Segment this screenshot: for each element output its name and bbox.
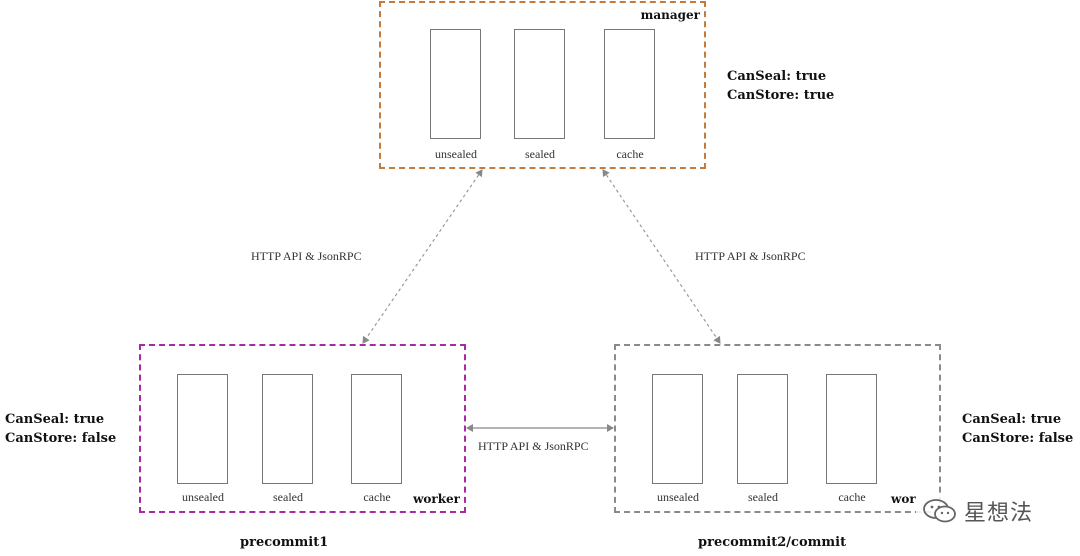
canstore-value: CanStore: false	[5, 431, 117, 446]
node-title: worker	[411, 492, 462, 506]
cache-label: cache	[838, 490, 866, 504]
cache-store	[604, 29, 655, 139]
worker1-capabilities: CanSeal: true CanStore: false	[5, 410, 116, 448]
unsealed-store	[652, 374, 703, 484]
manager-node: unsealed sealed cache manager	[379, 1, 706, 169]
edge-manager-worker2	[602, 169, 721, 344]
worker2-capabilities: CanSeal: true CanStore: false	[962, 410, 1073, 448]
sealed-store	[514, 29, 565, 139]
watermark-text: 星想法	[964, 501, 1034, 526]
canseal-value: CanSeal: true	[727, 69, 827, 84]
canstore-value: CanStore: true	[727, 88, 835, 103]
sealed-label: sealed	[525, 147, 555, 161]
sealed-label: sealed	[273, 490, 303, 504]
canseal-value: CanSeal: true	[962, 412, 1062, 427]
worker1-caption: precommit1	[240, 535, 329, 550]
link-label-manager-worker1: HTTP API & JsonRPC	[249, 249, 364, 264]
unsealed-label: unsealed	[182, 490, 224, 504]
sealed-label: sealed	[748, 490, 778, 504]
sealed-store	[262, 374, 313, 484]
node-title: wor	[889, 492, 918, 506]
cache-label: cache	[363, 490, 391, 504]
cache-store	[826, 374, 877, 484]
canseal-value: CanSeal: true	[5, 412, 105, 427]
canstore-value: CanStore: false	[962, 431, 1074, 446]
manager-capabilities: CanSeal: true CanStore: true	[727, 67, 834, 105]
link-label-manager-worker2: HTTP API & JsonRPC	[693, 249, 808, 264]
watermark: 星想法	[916, 493, 1040, 529]
cache-store	[351, 374, 402, 484]
unsealed-store	[430, 29, 481, 139]
wechat-icon	[923, 499, 956, 523]
node-title: manager	[638, 8, 702, 22]
unsealed-label: unsealed	[657, 490, 699, 504]
worker-node-precommit1: unsealed sealed cache worker	[139, 344, 466, 513]
sealed-store	[737, 374, 788, 484]
unsealed-label: unsealed	[435, 147, 477, 161]
cache-label: cache	[616, 147, 644, 161]
link-label-worker1-worker2: HTTP API & JsonRPC	[476, 439, 591, 454]
worker-node-precommit2-commit: unsealed sealed cache wor	[614, 344, 941, 513]
unsealed-store	[177, 374, 228, 484]
worker2-caption: precommit2/commit	[698, 535, 847, 550]
edge-manager-worker1	[362, 169, 483, 344]
